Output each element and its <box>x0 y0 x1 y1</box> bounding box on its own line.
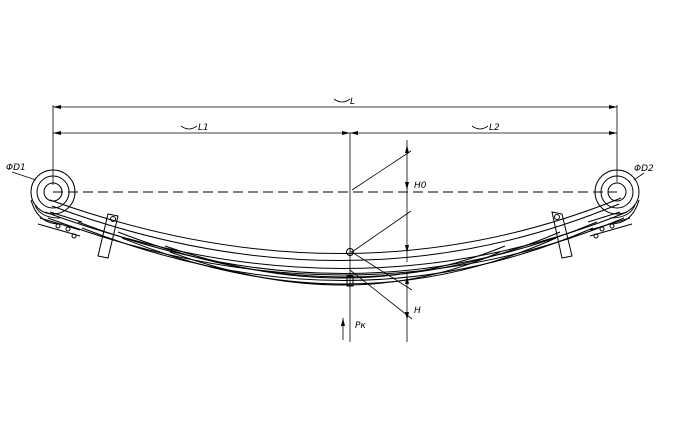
dimension-l: L <box>52 97 618 185</box>
label-h: H <box>414 306 421 316</box>
dimension-h: H <box>349 250 421 342</box>
left-clamp <box>37 211 119 259</box>
left-eye: ΦD1 <box>6 163 76 225</box>
spring-leaves <box>44 197 628 287</box>
label-l2: L2 <box>489 123 500 133</box>
label-pk: Pк <box>355 321 366 331</box>
label-l1: L1 <box>198 123 209 133</box>
label-d1: ΦD1 <box>6 163 26 173</box>
dimension-l1-l2: L1 L2 <box>53 123 617 135</box>
right-eye: ΦD2 <box>594 164 654 225</box>
right-clamp <box>551 211 633 259</box>
label-d2: ΦD2 <box>634 164 654 174</box>
dimension-h0: H0 <box>351 140 427 262</box>
label-l: L <box>350 97 355 107</box>
load-pk-arrow: Pк <box>341 318 366 340</box>
label-h0: H0 <box>414 181 427 191</box>
